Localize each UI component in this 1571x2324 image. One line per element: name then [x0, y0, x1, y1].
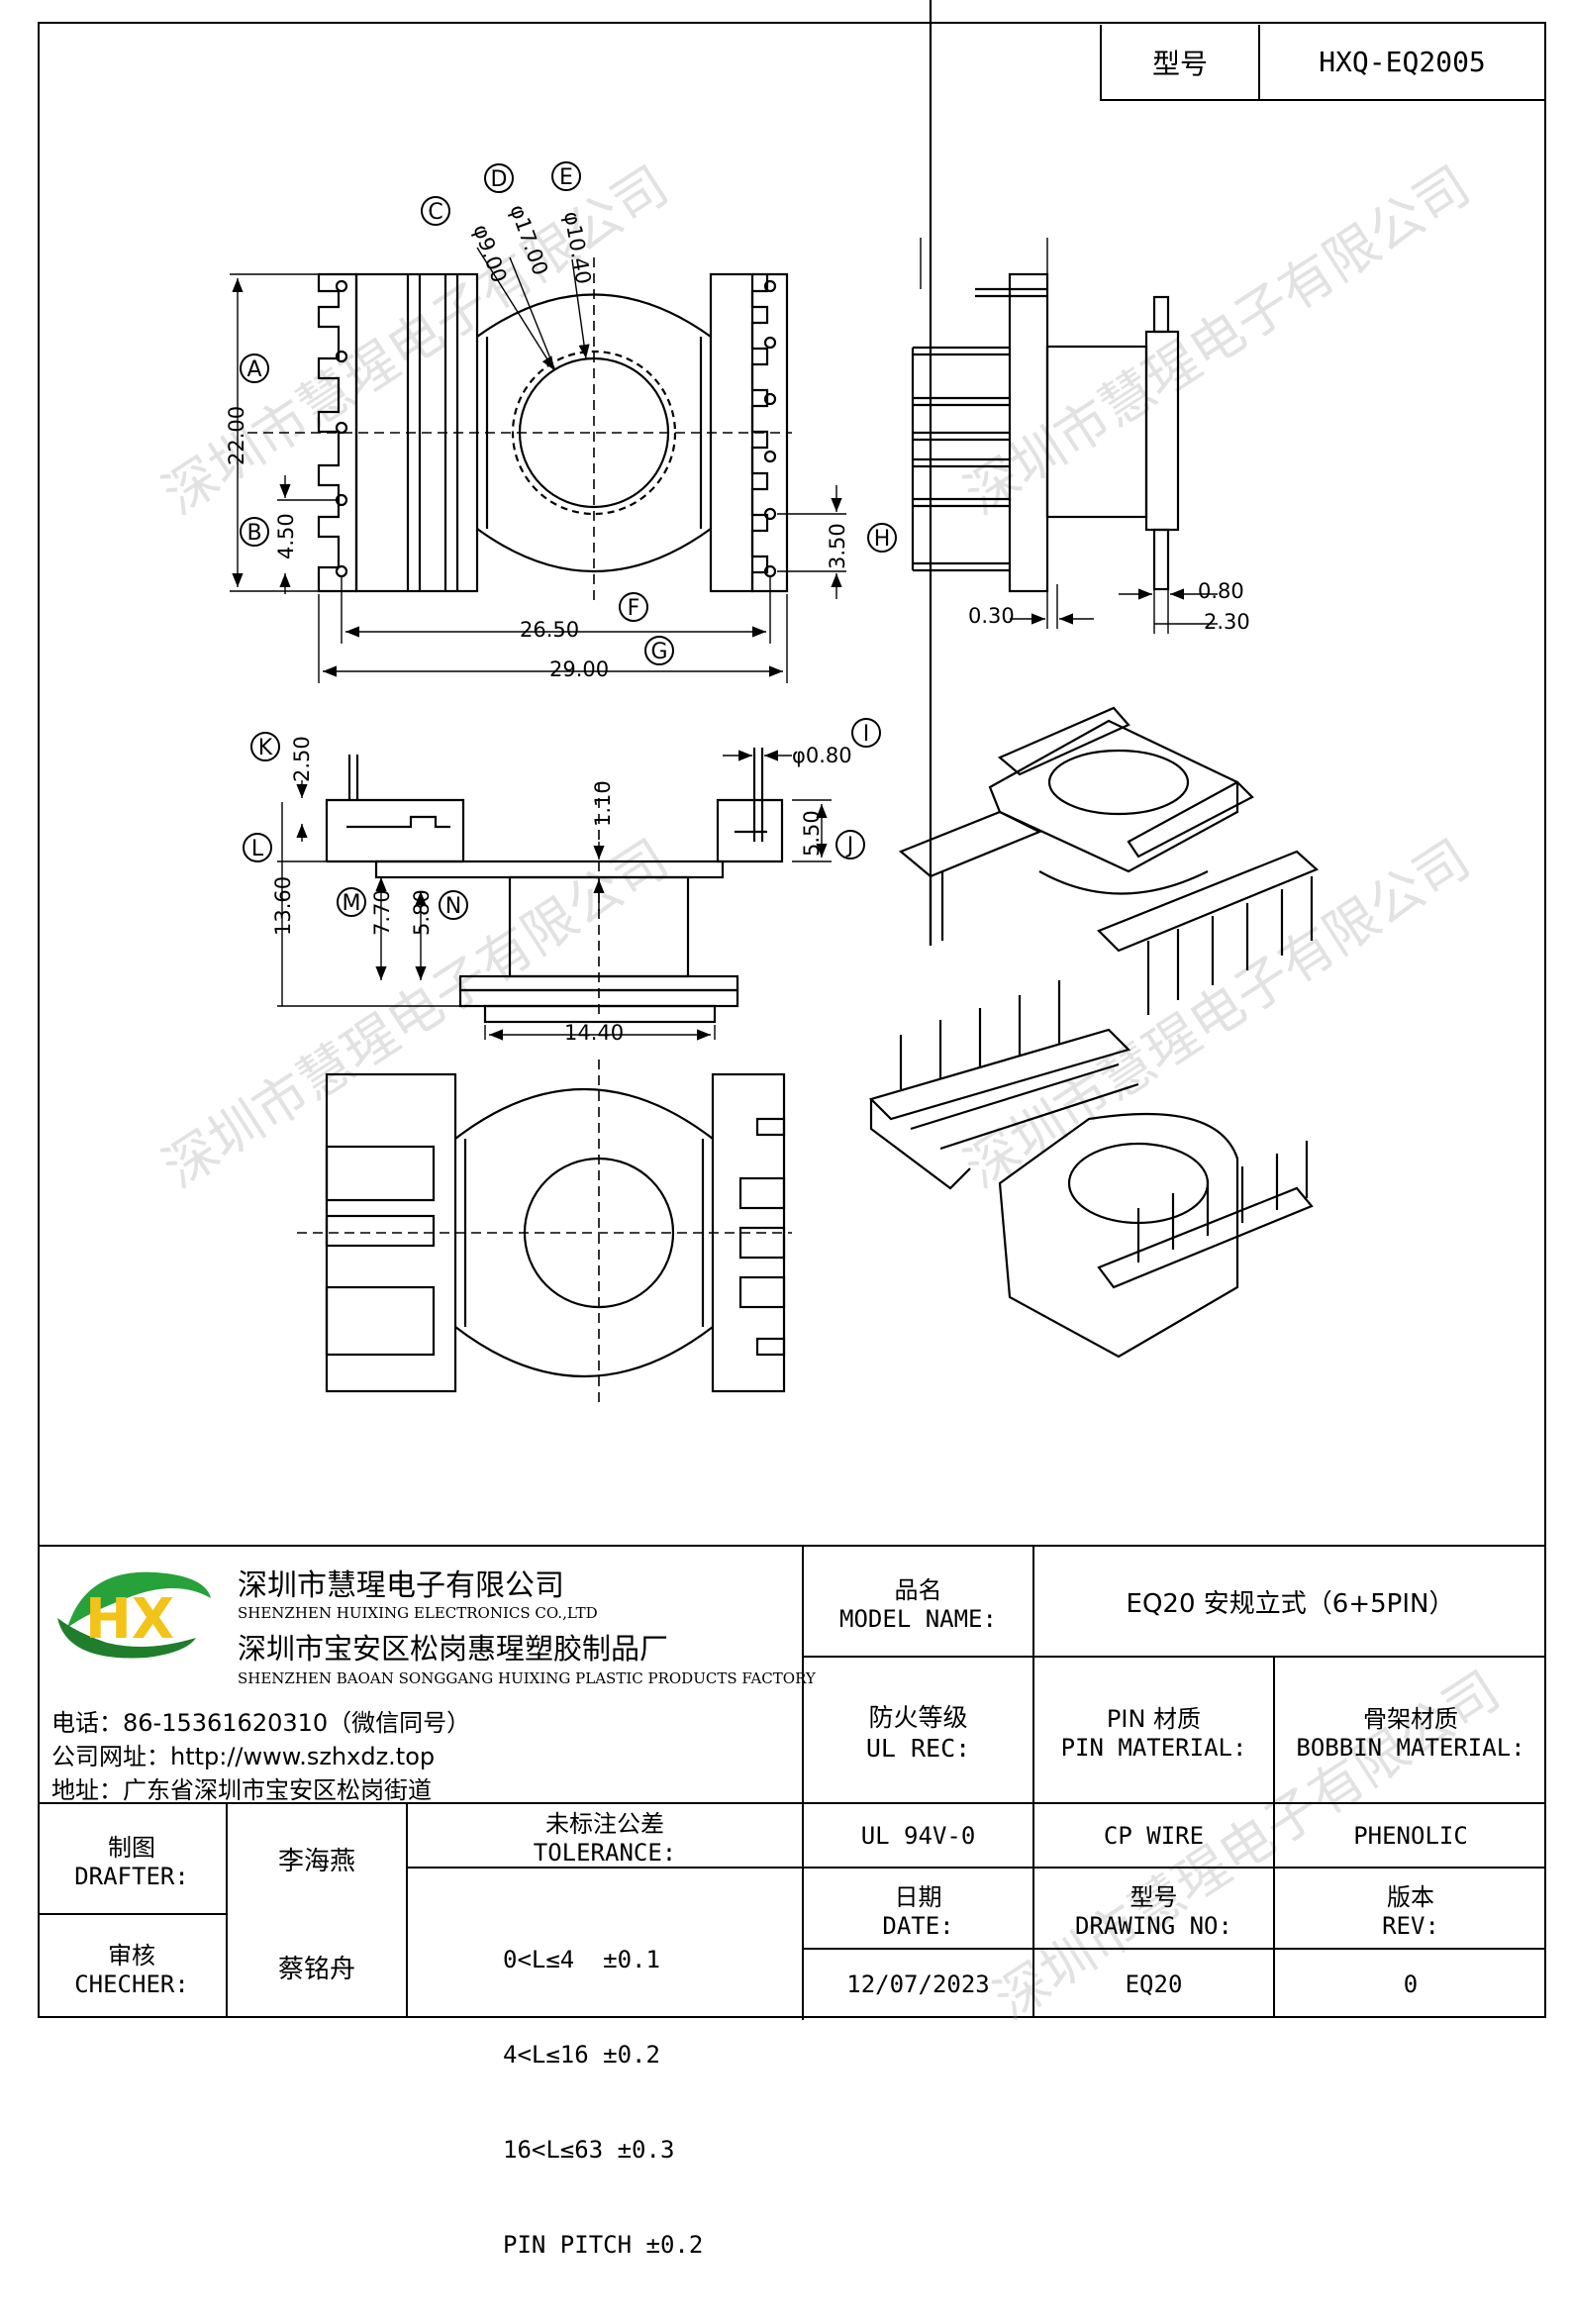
- isometric-top: [898, 0, 1320, 1015]
- drawing-frame: [38, 22, 1546, 2018]
- callout-c: C: [428, 200, 442, 225]
- model-name-label-cn: 品名: [894, 1575, 942, 1604]
- company-logo: HX: [57, 1571, 211, 1659]
- rev-label-en: REV:: [1382, 1911, 1439, 1940]
- callout-d: D: [491, 167, 508, 192]
- drawing-no-label-cn: 型号: [1129, 1882, 1178, 1911]
- header-model-box: 型号 HXQ-EQ2005: [1100, 25, 1544, 101]
- top-view: [230, 247, 846, 683]
- dim-w-1440: 14.40: [564, 1021, 624, 1045]
- checker-value: 蔡铭舟: [277, 1954, 355, 1984]
- technical-drawing: A B C D E F G H I J K L M N φ9.00 φ17.00…: [225, 0, 1320, 1406]
- bobbin-material-label-cn: 骨架材质: [1363, 1704, 1458, 1733]
- callout-j: J: [845, 834, 854, 859]
- ul-label-en: UL REC:: [865, 1733, 971, 1763]
- dim-side-230: 2.30: [1204, 610, 1250, 634]
- pin-material-value: CP WIRE: [1103, 1821, 1205, 1850]
- checker-label: 审核 CHECHER:: [38, 1915, 226, 2018]
- company-phone: 电话：86-15361620310（微信同号）: [51, 1709, 471, 1737]
- dim-l: 13.60: [271, 876, 295, 936]
- drafter-value: 李海燕: [277, 1846, 355, 1876]
- dim-j: 5.50: [800, 810, 824, 857]
- checker-label-cn: 审核: [108, 1941, 155, 1970]
- bottom-view: [297, 1060, 792, 1406]
- company-name-cn: 深圳市慧瑆电子有限公司: [238, 1568, 564, 1603]
- rev-value: 0: [1403, 1970, 1419, 1998]
- dim-k: 2.50: [290, 736, 314, 782]
- dim-side-030: 0.30: [968, 604, 1015, 628]
- date-label-cn: 日期: [894, 1882, 942, 1911]
- ul-label-cn: 防火等级: [868, 1702, 968, 1732]
- dim-center-110: 1.10: [591, 780, 615, 827]
- side-view: [911, 238, 1218, 634]
- callout-e: E: [559, 165, 573, 190]
- dim-f: 26.50: [520, 618, 579, 642]
- bobbin-material-label: 骨架材质 BOBBIN MATERIAL:: [1275, 1658, 1546, 1802]
- factory-name-en: SHENZHEN BAOAN SONGGANG HUIXING PLASTIC …: [238, 1669, 816, 1687]
- ul-label: 防火等级 UL REC:: [804, 1658, 1032, 1802]
- dim-d-d: φ17.00: [505, 202, 552, 279]
- factory-name-cn: 深圳市宝安区松岗惠瑆塑胶制品厂: [238, 1632, 669, 1666]
- pin-material-label-cn: PIN 材质: [1106, 1704, 1202, 1733]
- dim-a: 22.00: [225, 406, 248, 465]
- model-name-label: 品名 MODEL NAME:: [804, 1547, 1032, 1656]
- company-logo-text: HX: [85, 1587, 174, 1652]
- dim-d-e: φ10.40: [559, 210, 595, 286]
- callout-l: L: [251, 837, 264, 861]
- model-name-label-en: MODEL NAME:: [839, 1604, 997, 1633]
- dim-b: 4.50: [274, 513, 298, 559]
- dim-n: 5.80: [410, 889, 434, 936]
- dim-g: 29.00: [549, 657, 609, 681]
- tolerance-label: 未标注公差 TOLERANCE:: [408, 1804, 802, 1867]
- checker-label-en: CHECHER:: [74, 1970, 189, 1998]
- front-view: [277, 748, 832, 1041]
- date-label: 日期 DATE:: [804, 1869, 1032, 1948]
- pin-material-label-en: PIN MATERIAL:: [1060, 1733, 1247, 1762]
- rev-label: 版本 REV:: [1275, 1869, 1546, 1948]
- callout-b: B: [246, 521, 261, 546]
- drawing-no-value: EQ20: [1125, 1970, 1183, 1998]
- dim-pin: φ0.80: [792, 744, 852, 767]
- callout-n: N: [445, 894, 461, 919]
- dim-d-c: φ9.00: [468, 222, 511, 286]
- tolerance-row: 0<L≤4 ±0.1: [503, 1946, 660, 1973]
- drawing-no-label: 型号 DRAWING NO:: [1034, 1869, 1273, 1948]
- bobbin-material-value: PHENOLIC: [1353, 1821, 1468, 1850]
- callout-m: M: [343, 891, 361, 916]
- tolerance-label-en: TOLERANCE:: [533, 1839, 677, 1867]
- model-name-value: EQ20 安规立式（6+5PIN）: [1126, 1588, 1455, 1619]
- callout-i: I: [863, 722, 870, 747]
- company-website: 公司网址：http://www.szhxdz.top: [51, 1743, 436, 1770]
- rev-label-cn: 版本: [1387, 1882, 1434, 1911]
- header-model-label: 型号: [1102, 25, 1260, 99]
- tolerance-list: 0<L≤4 ±0.1 4<L≤16 ±0.2 16<L≤63 ±0.3 PIN …: [503, 1880, 703, 2324]
- callout-g: G: [650, 640, 667, 664]
- company-name-en: SHENZHEN HUIXING ELECTRONICS CO.,LTD: [238, 1604, 598, 1622]
- isometric-bottom: [868, 980, 1314, 1359]
- date-value: 12/07/2023: [846, 1970, 990, 1998]
- ul-value: UL 94V-0: [860, 1821, 976, 1850]
- dim-side-080: 0.80: [1198, 579, 1244, 603]
- tolerance-row: 4<L≤16 ±0.2: [503, 2041, 660, 2069]
- drafter-label-en: DRAFTER:: [74, 1862, 189, 1890]
- callout-k: K: [258, 736, 273, 760]
- dim-h: 3.50: [826, 523, 849, 569]
- callout-a: A: [246, 357, 261, 382]
- callout-h: H: [874, 527, 891, 552]
- tolerance-row: 16<L≤63 ±0.3: [503, 2136, 675, 2164]
- dim-m: 7.70: [370, 889, 394, 936]
- tolerance-label-cn: 未标注公差: [545, 1810, 664, 1838]
- drafter-label-cn: 制图: [108, 1833, 155, 1862]
- tolerance-row: PIN PITCH ±0.2: [503, 2231, 704, 2259]
- title-block: HX 深圳市慧瑆电子有限公司 SHENZHEN HUIXING ELECTRON…: [38, 1545, 1546, 2259]
- bobbin-material-label-en: BOBBIN MATERIAL:: [1296, 1733, 1525, 1762]
- date-label-en: DATE:: [882, 1911, 954, 1940]
- header-model-value: HXQ-EQ2005: [1319, 46, 1486, 78]
- callout-f: F: [628, 596, 640, 621]
- company-address: 地址：广东省深圳市宝安区松岗街道: [51, 1776, 432, 1804]
- drafter-label: 制图 DRAFTER:: [38, 1804, 226, 1913]
- pin-material-label: PIN 材质 PIN MATERIAL:: [1034, 1658, 1273, 1802]
- drawing-no-label-en: DRAWING NO:: [1075, 1911, 1232, 1940]
